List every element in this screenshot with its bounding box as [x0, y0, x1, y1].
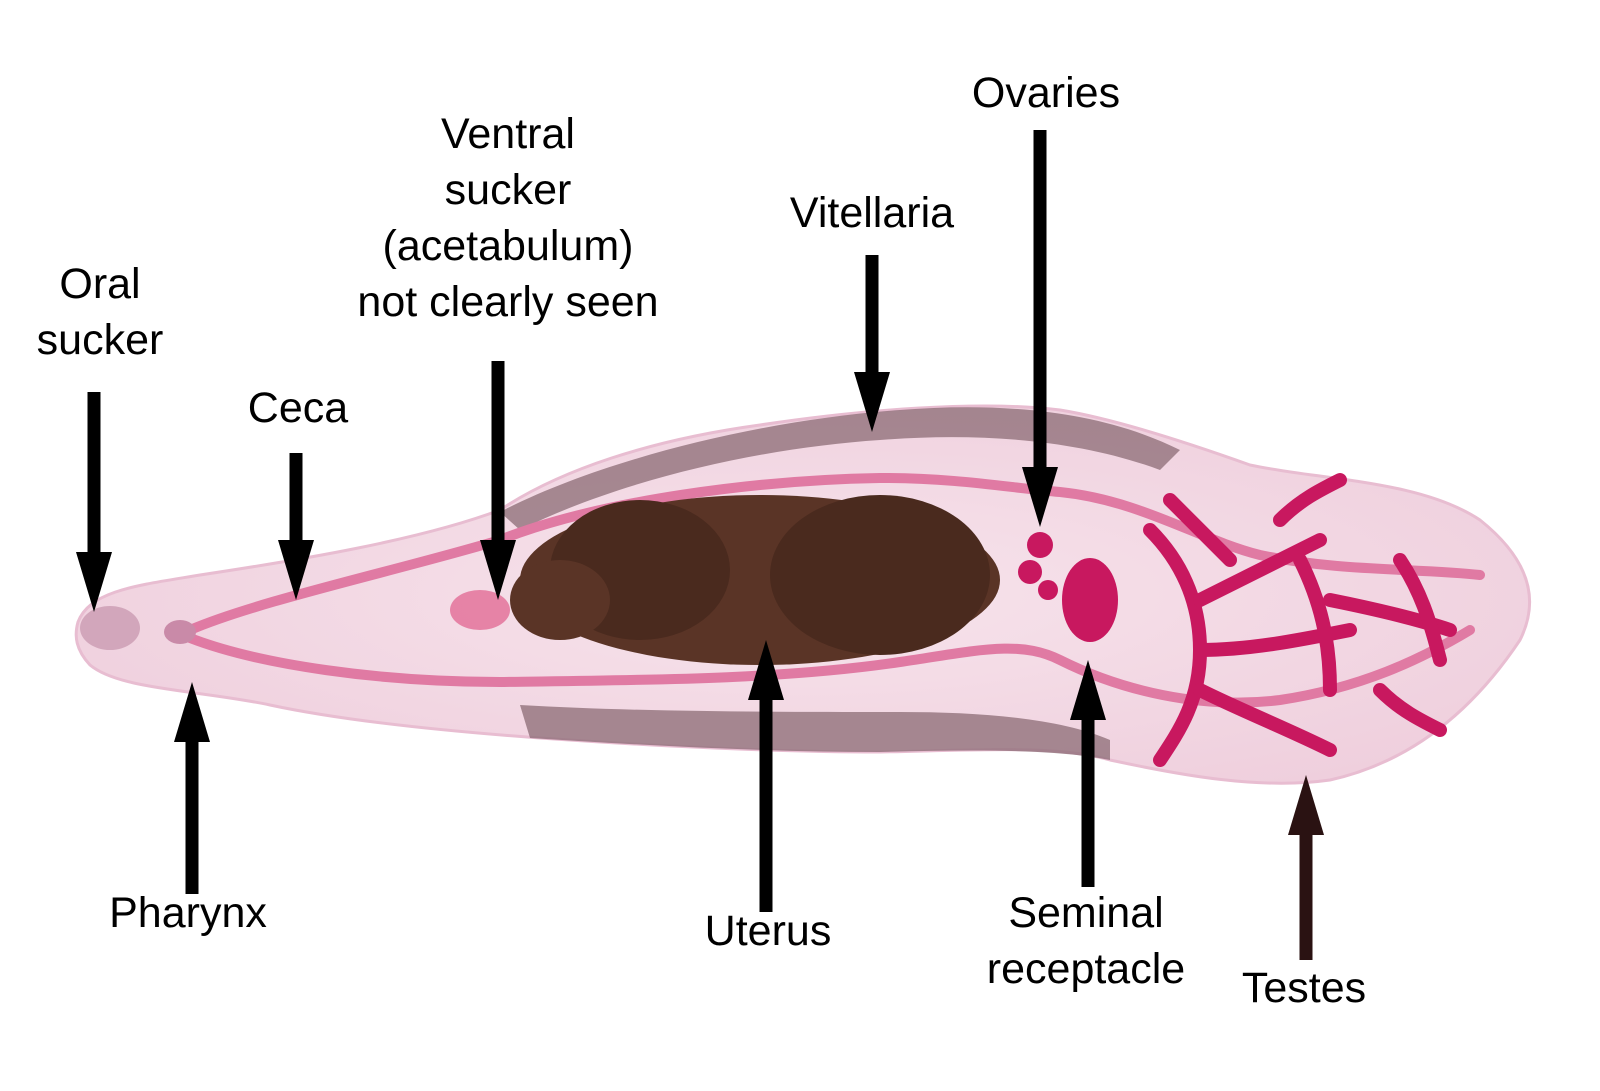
- arrow-down-icon: [480, 540, 516, 600]
- vitellaria-lower: [520, 705, 1110, 760]
- label-line: Uterus: [704, 907, 832, 955]
- label-line: Pharynx: [109, 889, 267, 937]
- label-line: Ventral: [441, 110, 575, 158]
- testes-mass: [1143, 473, 1457, 767]
- label-vitellaria: Vitellaria: [790, 185, 954, 241]
- vitellaria-upper: [500, 407, 1180, 530]
- label-testes: Testes: [1242, 960, 1366, 1016]
- label-line: sucker: [444, 166, 572, 214]
- arrow-up-icon: [748, 640, 784, 700]
- label-uterus: Uterus: [705, 903, 832, 959]
- seminal-receptacle: [1062, 558, 1118, 642]
- label-line: Seminal: [1008, 889, 1164, 937]
- ovaries-mass: [1018, 532, 1058, 600]
- uterus-mass: [510, 495, 1000, 665]
- label-line: not clearly seen: [357, 278, 659, 326]
- arrow-down-icon: [854, 372, 890, 432]
- label-line: Testes: [1241, 964, 1367, 1012]
- ceca-lower: [185, 625, 1475, 708]
- label-line: receptacle: [986, 945, 1186, 993]
- label-seminal-receptacle: Seminal receptacle: [987, 885, 1185, 997]
- arrow-down-icon: [278, 540, 314, 600]
- label-ventral-sucker: Ventral sucker (acetabulum) not clearly …: [357, 106, 658, 330]
- label-line: Ceca: [247, 384, 349, 432]
- label-line: Vitellaria: [789, 189, 955, 237]
- arrow-down-icon: [1022, 467, 1058, 527]
- label-line: Oral: [59, 260, 141, 308]
- pharynx: [164, 620, 196, 644]
- arrow-up-icon: [1288, 775, 1324, 835]
- arrow-down-icon: [76, 552, 112, 612]
- label-line: sucker: [36, 316, 164, 364]
- label-ovaries: Ovaries: [972, 65, 1120, 121]
- label-pharynx: Pharynx: [109, 885, 267, 941]
- arrow-up-icon: [174, 682, 210, 742]
- label-oral-sucker: Oral sucker: [37, 256, 164, 368]
- ventral-sucker: [450, 590, 510, 630]
- oral-sucker: [80, 606, 140, 650]
- arrow-up-icon: [1070, 660, 1106, 720]
- label-line: (acetabulum): [382, 222, 634, 270]
- label-ceca: Ceca: [248, 380, 348, 436]
- label-line: Ovaries: [971, 69, 1121, 117]
